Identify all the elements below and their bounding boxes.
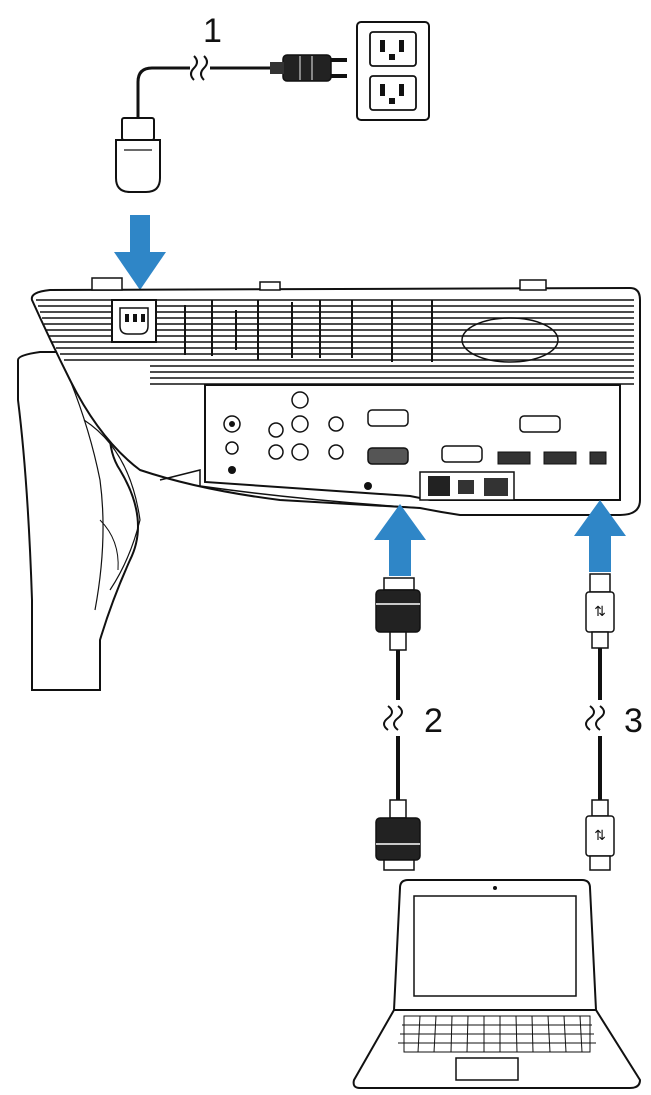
callout-1: 1 — [203, 12, 222, 50]
arrow-up-icon — [574, 500, 626, 572]
keyboard — [398, 1015, 596, 1053]
power-inlet — [111, 299, 157, 343]
io-port-panel — [204, 384, 621, 501]
usb-connector-top-icon: ⇅ — [585, 573, 615, 649]
arrow-up-icon — [374, 504, 426, 576]
laptop — [352, 879, 642, 1089]
cable-break-icon — [190, 55, 208, 81]
projector — [17, 277, 641, 691]
cable-break-icon — [383, 705, 403, 731]
usb-connector-bottom-icon: ⇅ — [585, 799, 615, 871]
wall-outlet — [356, 21, 430, 121]
vga-cable-assembly: 2 — [374, 504, 443, 871]
arrow-down-icon — [114, 215, 166, 290]
svg-text:⇅: ⇅ — [594, 828, 606, 844]
power-plug-icon — [270, 54, 347, 82]
iec-connector-icon — [115, 117, 161, 193]
usb-cable-assembly: ⇅ ⇅ 3 — [574, 500, 643, 871]
touchpad — [455, 1057, 519, 1081]
callout-3: 3 — [624, 702, 643, 740]
callout-2: 2 — [424, 702, 443, 740]
cable-break-icon — [585, 705, 605, 731]
vga-connector-bottom-icon — [375, 799, 421, 871]
power-cable-assembly: 1 — [115, 12, 430, 193]
svg-text:⇅: ⇅ — [594, 604, 606, 620]
vga-connector-top-icon — [375, 577, 421, 651]
